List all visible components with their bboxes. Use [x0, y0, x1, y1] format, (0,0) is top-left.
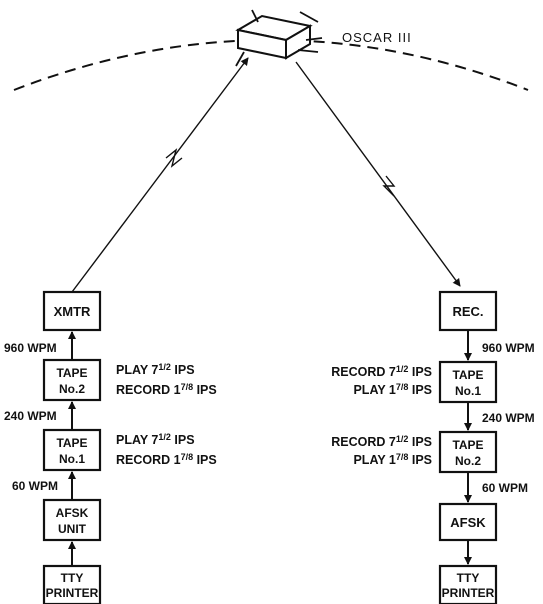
uplink-tape1-note-play: PLAY 71/2 IPS: [116, 432, 195, 447]
uplink-tape1-note-record: RECORD 17/8 IPS: [116, 452, 217, 467]
downlink-tty-line2: PRINTER: [442, 586, 495, 600]
downlink-tape2-note-play: PLAY 17/8 IPS: [353, 452, 432, 467]
downlink-tape1-line2: No.1: [455, 384, 481, 398]
uplink-rate-60: 60 WPM: [12, 479, 58, 493]
downlink-tape2-note-record: RECORD 71/2 IPS: [331, 434, 432, 449]
uplink-tape1-line2: No.1: [59, 452, 85, 466]
uplink-beam: [72, 58, 248, 292]
rec-block-label: REC.: [452, 304, 483, 319]
satellite-label: OSCAR III: [342, 30, 412, 45]
downlink-afsk-label: AFSK: [450, 515, 486, 530]
afsk-unit-line2: UNIT: [58, 522, 87, 536]
downlink-tape1-line1: TAPE: [452, 368, 483, 382]
downlink-rate-240: 240 WPM: [482, 411, 535, 425]
downlink-tape2-line1: TAPE: [452, 438, 483, 452]
xmtr-block-label: XMTR: [54, 304, 91, 319]
downlink-tty-line1: TTY: [457, 571, 480, 585]
uplink-tty-line1: TTY: [61, 571, 84, 585]
uplink-tape2-note-record: RECORD 17/8 IPS: [116, 382, 217, 397]
uplink-rate-240: 240 WPM: [4, 409, 57, 423]
uplink-tape2-line2: No.2: [59, 382, 85, 396]
uplink-tape1-line1: TAPE: [56, 436, 87, 450]
uplink-tape2-line1: TAPE: [56, 366, 87, 380]
satellite-icon: [236, 10, 322, 66]
uplink-rate-960: 960 WPM: [4, 341, 57, 355]
downlink-tape1-note-record: RECORD 71/2 IPS: [331, 364, 432, 379]
downlink-rate-60: 60 WPM: [482, 481, 528, 495]
uplink-tty-line2: PRINTER: [46, 586, 99, 600]
downlink-rate-960: 960 WPM: [482, 341, 535, 355]
downlink-tape1-note-play: PLAY 17/8 IPS: [353, 382, 432, 397]
downlink-tape2-line2: No.2: [455, 454, 481, 468]
uplink-tape2-note-play: PLAY 71/2 IPS: [116, 362, 195, 377]
downlink-beam: [296, 62, 460, 286]
afsk-unit-line1: AFSK: [56, 506, 89, 520]
